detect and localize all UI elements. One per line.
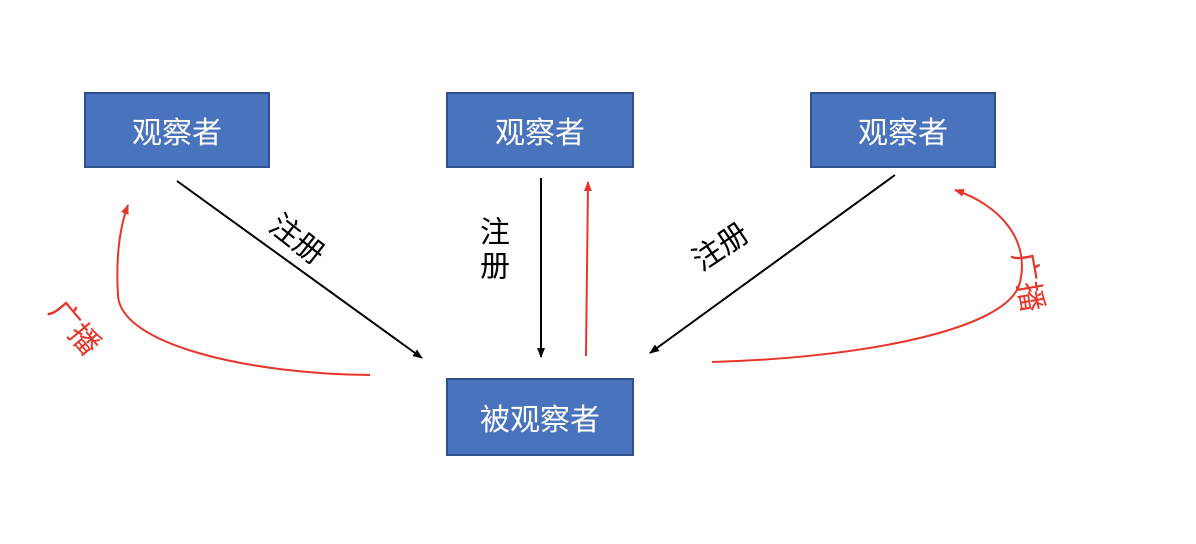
observer-box-center: 观察者 (446, 92, 634, 168)
observer-label: 观察者 (495, 116, 585, 151)
register-label-center: 注册 (474, 216, 509, 284)
subject-label: 被观察者 (480, 403, 600, 438)
broadcast-arrow-left (116, 204, 371, 376)
broadcast-label-right: 广播 (1004, 249, 1050, 315)
observer-box-right: 观察者 (810, 92, 996, 168)
broadcast-arrow-right (711, 189, 1023, 363)
observer-box-left: 观察者 (84, 92, 270, 168)
subject-box: 被观察者 (446, 378, 634, 456)
broadcast-arrow-center (583, 181, 592, 357)
register-arrow-right (649, 174, 896, 354)
observer-label: 观察者 (858, 116, 948, 151)
observer-label: 观察者 (132, 116, 222, 151)
register-arrow-left (176, 180, 423, 359)
